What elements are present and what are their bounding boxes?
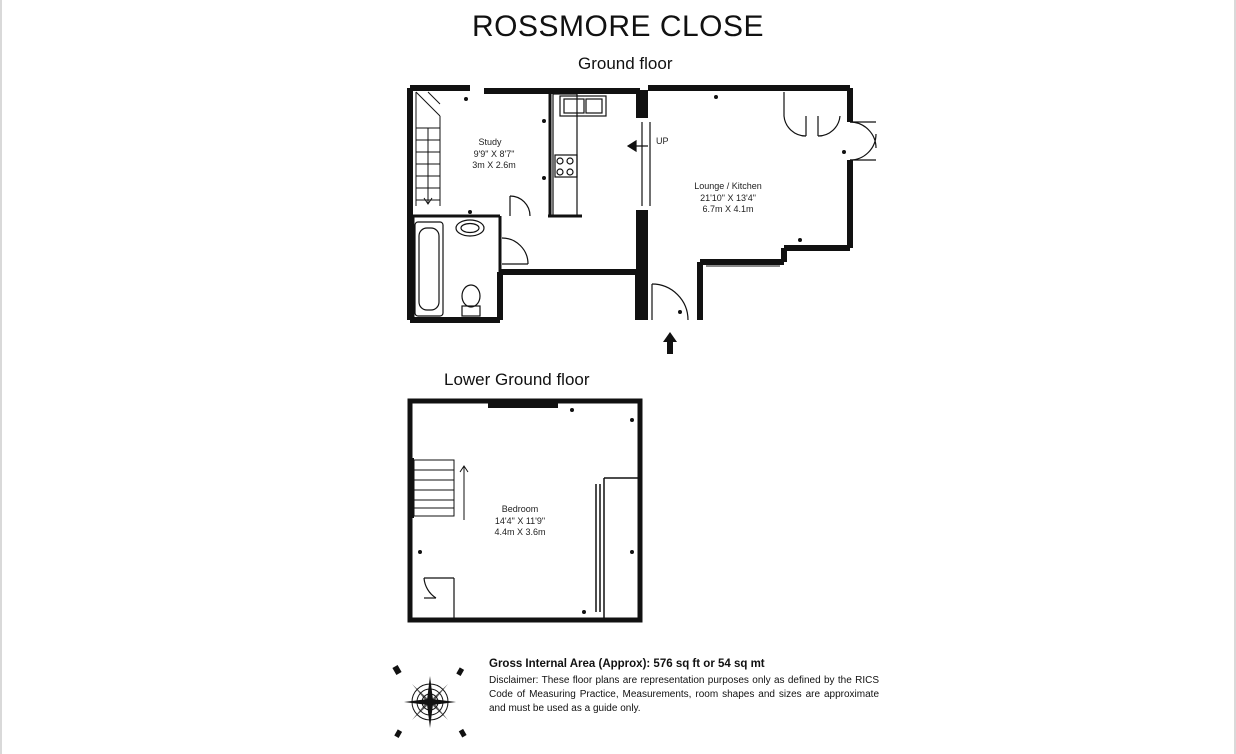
ground-outer-walls [407,85,853,323]
lounge-name: Lounge / Kitchen [694,181,762,191]
entrance-arrow-icon [663,332,677,354]
bedroom-imperial: 14'4" X 11'9" [495,516,545,526]
kitchen-fixtures [552,93,607,217]
lower-staircase [413,459,469,520]
page-border-right [1234,0,1236,754]
page-border-left [0,0,2,754]
lower-socket-marks [418,408,634,614]
bathroom-fixtures [414,219,485,317]
bedroom-name: Bedroom [502,504,539,514]
study-door [509,195,531,217]
lounge-metric: 6.7m X 4.1m [702,204,753,214]
ground-floor-plan [407,85,877,354]
lower-ground-floor-label: Lower Ground floor [444,370,590,389]
study-imperial: 9'9" X 8'7" [474,149,515,159]
lounge-imperial: 21'10" X 13'4" [700,193,756,203]
ground-staircase [415,91,441,206]
bedroom-metric: 4.4m X 3.6m [494,527,545,537]
ground-floor-label: Ground floor [578,54,673,73]
study-metric: 3m X 2.6m [472,160,516,170]
french-doors [783,92,877,161]
ground-socket-marks [464,95,846,314]
area-info: Gross Internal Area (Approx): 576 sq ft … [489,658,879,716]
compass-rose-icon [392,665,467,738]
page-title: ROSSMORE CLOSE [471,10,765,43]
bathroom-door [501,237,529,265]
ground-solid-walls [484,88,648,320]
bedroom-door [423,577,455,618]
gross-internal-area: Gross Internal Area (Approx): 576 sq ft … [489,658,765,670]
lower-ground-floor-plan [407,398,643,623]
stair-up-label: UP [656,136,669,146]
entrance-door [651,283,689,321]
up-arrow [626,122,651,206]
disclaimer-text: Disclaimer: These floor plans are repres… [489,675,879,714]
lower-solid-walls [408,401,558,518]
wardrobe [595,477,640,618]
study-name: Study [478,137,502,147]
